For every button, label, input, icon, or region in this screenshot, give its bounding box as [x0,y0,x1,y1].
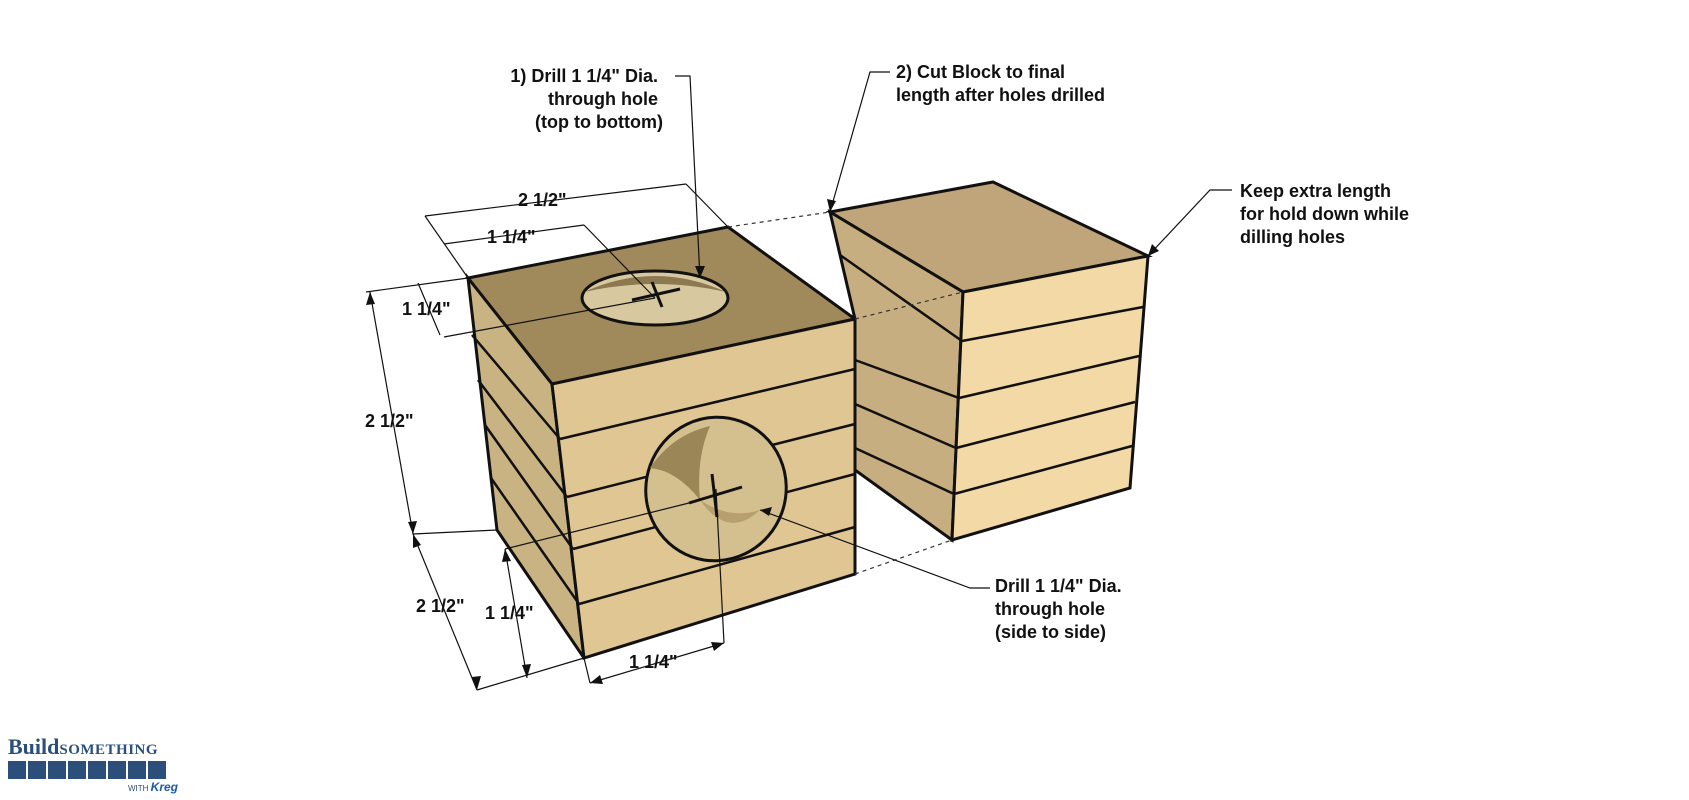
note-extra-length: Keep extra length for hold down while di… [1240,181,1414,247]
logo-build: Build [8,734,60,759]
tool-icon [128,761,146,779]
dim-side-half-height: 1 1/4" [485,603,534,623]
logo-footer: WITH Kreg [128,780,193,794]
logo-something: SOMETHING [59,742,159,758]
logo-brand: Kreg [150,780,179,794]
dim-height: 2 1/2" [365,411,414,431]
left-block [465,225,859,660]
right-block-board-lines [839,253,1144,496]
tool-icon [148,761,166,779]
tool-icon [48,761,66,779]
side-hole-center-mark [688,473,743,518]
tool-icon [8,761,26,779]
dashed-connectors [727,211,964,575]
tool-icon [108,761,126,779]
right-block-front-face [950,254,1150,543]
logo-with: WITH [128,784,149,793]
note-extra-length-line-1: Keep extra length [1240,181,1391,201]
note-extra-length-line-2: for hold down while [1240,204,1409,224]
side-hole-inner [700,500,760,523]
note-cut-block-line-2: length after holes drilled [896,85,1105,105]
logo-tool-icons [8,761,193,779]
note-cut-block: 2) Cut Block to final length after holes… [896,62,1105,105]
top-hole-shadow [584,276,726,292]
note-drill-side: Drill 1 1/4" Dia. through hole (side to … [995,576,1127,642]
dim-side-half-width: 1 1/4" [629,652,678,672]
side-hole-shadow [650,426,710,500]
dim-top-half-depth: 1 1/4" [402,299,451,319]
arrowheads [366,199,1159,690]
note-drill-top-line-3: (top to bottom) [535,112,663,132]
right-block [825,180,1153,543]
tool-icon [28,761,46,779]
note-drill-top-line-2: through hole [548,89,658,109]
tool-icon [68,761,86,779]
note-cut-block-line-1: 2) Cut Block to final [896,62,1065,82]
dimension-lines [365,183,729,691]
note-drill-top-line-1: 1) Drill 1 1/4" Dia. [510,66,658,86]
note-drill-side-line-1: Drill 1 1/4" Dia. [995,576,1122,596]
top-hole-center-mark [631,281,681,308]
dim-top-width: 2 1/2" [518,190,567,210]
note-drill-side-line-3: (side to side) [995,622,1106,642]
note-drill-top: 1) Drill 1 1/4" Dia. through hole (top t… [510,66,663,132]
build-something-logo: BuildSOMETHING WITH Kreg [8,734,193,796]
note-extra-length-line-3: dilling holes [1240,227,1345,247]
note-drill-side-line-2: through hole [995,599,1105,619]
dim-top-half-width: 1 1/4" [487,227,536,247]
dim-bottom-depth: 2 1/2" [416,596,465,616]
tool-icon [88,761,106,779]
leader-lines [675,71,1232,589]
logo-wordmark: BuildSOMETHING [8,734,193,760]
